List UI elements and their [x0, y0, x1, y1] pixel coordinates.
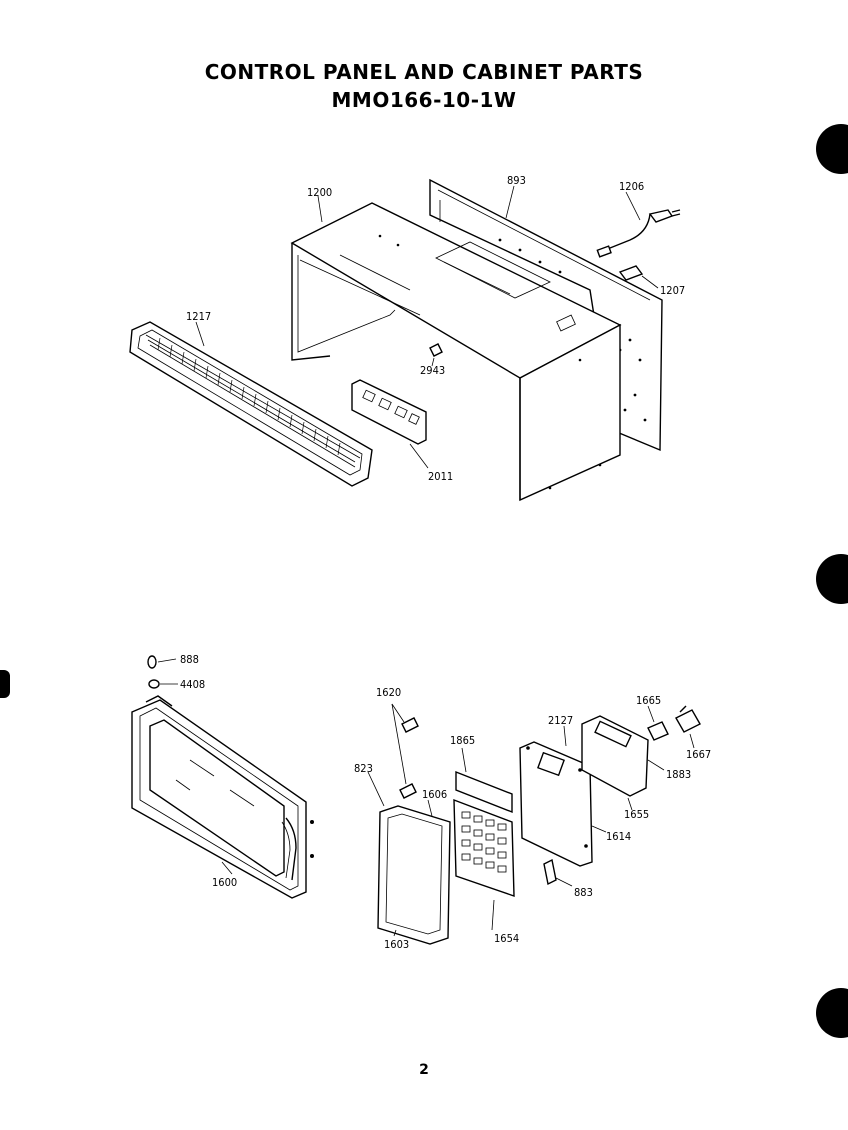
control-board-1614: [519, 725, 607, 867]
actuator-1667: [675, 705, 701, 749]
page-number: 2: [419, 1062, 429, 1078]
latch-1620: [391, 703, 419, 799]
page-title: CONTROL PANEL AND CABINET PARTS: [204, 60, 644, 84]
callout-1600: 1600: [212, 876, 237, 889]
callout-1606: 1606: [422, 788, 447, 801]
callout-1217: 1217: [186, 310, 211, 323]
bracket-1207: [618, 265, 644, 281]
callout-1206: 1206: [619, 180, 644, 193]
callout-1614: 1614: [606, 830, 631, 843]
callout-888: 888: [180, 653, 199, 666]
callout-1654: 1654: [494, 932, 519, 945]
callout-883: 883: [574, 886, 593, 899]
switch-1665: [647, 705, 669, 741]
callout-2943: 2943: [420, 364, 445, 377]
model-number: MMO166-10-1W: [331, 88, 517, 112]
callout-823: 823: [354, 762, 373, 775]
switch-board-1655: [581, 715, 649, 811]
grille-1217: [129, 321, 373, 487]
bracket-883: [543, 858, 573, 887]
frame-1603: [367, 771, 451, 945]
plate-2011: [351, 379, 427, 445]
callout-1603: 1603: [384, 938, 409, 951]
leaders-upper: [195, 185, 659, 469]
callout-1200: 1200: [307, 186, 332, 199]
edge-mark: [0, 670, 10, 698]
label-1865: [455, 747, 513, 814]
door-assembly-1600: [131, 695, 314, 899]
callout-1883: 1883: [666, 768, 691, 781]
clip-2943: [429, 343, 443, 357]
leaders-lower: [221, 799, 433, 937]
callout-1620: 1620: [376, 686, 401, 699]
callout-893: 893: [507, 174, 526, 187]
keypad-1654: [453, 798, 515, 931]
callout-labels: 893 1200 1206 1207 1217 2943 2011 888 44…: [180, 174, 711, 951]
callout-1665: 1665: [636, 694, 661, 707]
callout-2127: 2127: [548, 714, 573, 727]
callout-1667: 1667: [686, 748, 711, 761]
screw-888: [147, 655, 177, 669]
callout-1207: 1207: [660, 284, 685, 297]
connector-1883: [647, 759, 665, 771]
power-cord-1206: [596, 209, 681, 258]
outer-cabinet-1200: [290, 202, 622, 502]
washer-4408: [148, 679, 178, 689]
callout-1655: 1655: [624, 808, 649, 821]
callout-2011: 2011: [428, 470, 453, 483]
callout-4408: 4408: [180, 678, 205, 691]
callout-1865: 1865: [450, 734, 475, 747]
